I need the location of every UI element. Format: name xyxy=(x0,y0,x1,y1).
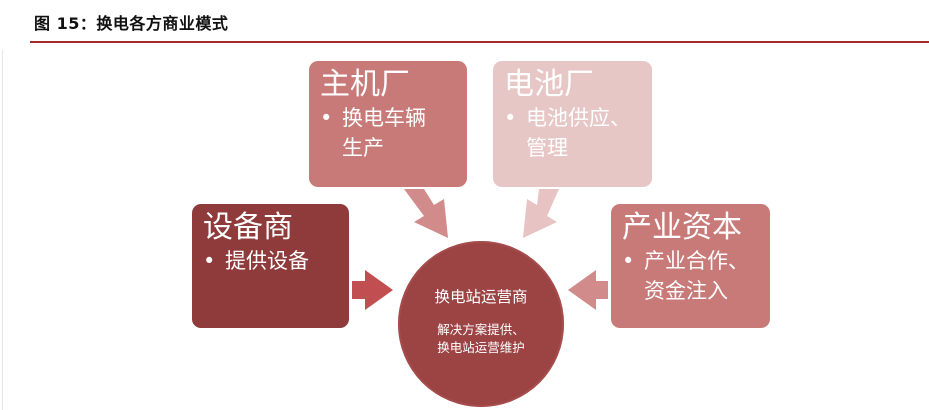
node-manufacturer-heading: 主机厂 xyxy=(320,67,410,102)
node-battery-line-1: 电池供应、 xyxy=(526,106,631,130)
node-manufacturer: 主机厂 • 换电车辆 生产 xyxy=(309,61,467,187)
arrow-from-battery xyxy=(523,189,559,238)
arrow-from-equipment xyxy=(352,270,393,310)
center-node-line-1: 解决方案提供、 xyxy=(437,322,525,337)
center-node-line-2: 换电站运营维护 xyxy=(437,340,525,355)
bullet-dot-icon: • xyxy=(504,106,517,130)
arrow-from-manufacturer xyxy=(404,189,448,238)
node-equipment-bullet: • 提供设备 xyxy=(203,246,349,276)
bullet-dot-icon: • xyxy=(320,106,333,130)
node-battery-line-2: 管理 xyxy=(526,136,568,160)
title-divider xyxy=(30,41,929,43)
node-equipment-line-1: 提供设备 xyxy=(225,249,309,273)
bullet-dot-icon: • xyxy=(203,249,216,273)
node-equipment-heading: 设备商 xyxy=(203,210,293,245)
node-manufacturer-line-2: 生产 xyxy=(342,136,384,160)
node-capital-line-1: 产业合作、 xyxy=(644,249,749,273)
figure-title: 图 15：换电各方商业模式 xyxy=(34,14,229,33)
node-capital: 产业资本 • 产业合作、 资金注入 xyxy=(611,204,770,328)
center-node: 换电站运营商 解决方案提供、 换电站运营维护 xyxy=(398,241,564,407)
node-manufacturer-line-1: 换电车辆 xyxy=(342,106,426,130)
node-manufacturer-bullet: • 换电车辆 生产 xyxy=(320,103,467,163)
bullet-dot-icon: • xyxy=(622,249,635,273)
node-battery-heading: 电池厂 xyxy=(504,67,594,102)
node-capital-heading: 产业资本 xyxy=(622,210,742,245)
node-equipment: 设备商 • 提供设备 xyxy=(192,204,349,328)
node-battery-bullet: • 电池供应、 管理 xyxy=(504,103,652,163)
arrow-from-capital xyxy=(568,270,608,310)
node-capital-bullet: • 产业合作、 资金注入 xyxy=(622,246,770,306)
center-node-title: 换电站运营商 xyxy=(434,288,528,306)
node-battery: 电池厂 • 电池供应、 管理 xyxy=(493,61,652,187)
page-edge-line xyxy=(2,50,3,410)
node-capital-line-2: 资金注入 xyxy=(644,279,728,303)
